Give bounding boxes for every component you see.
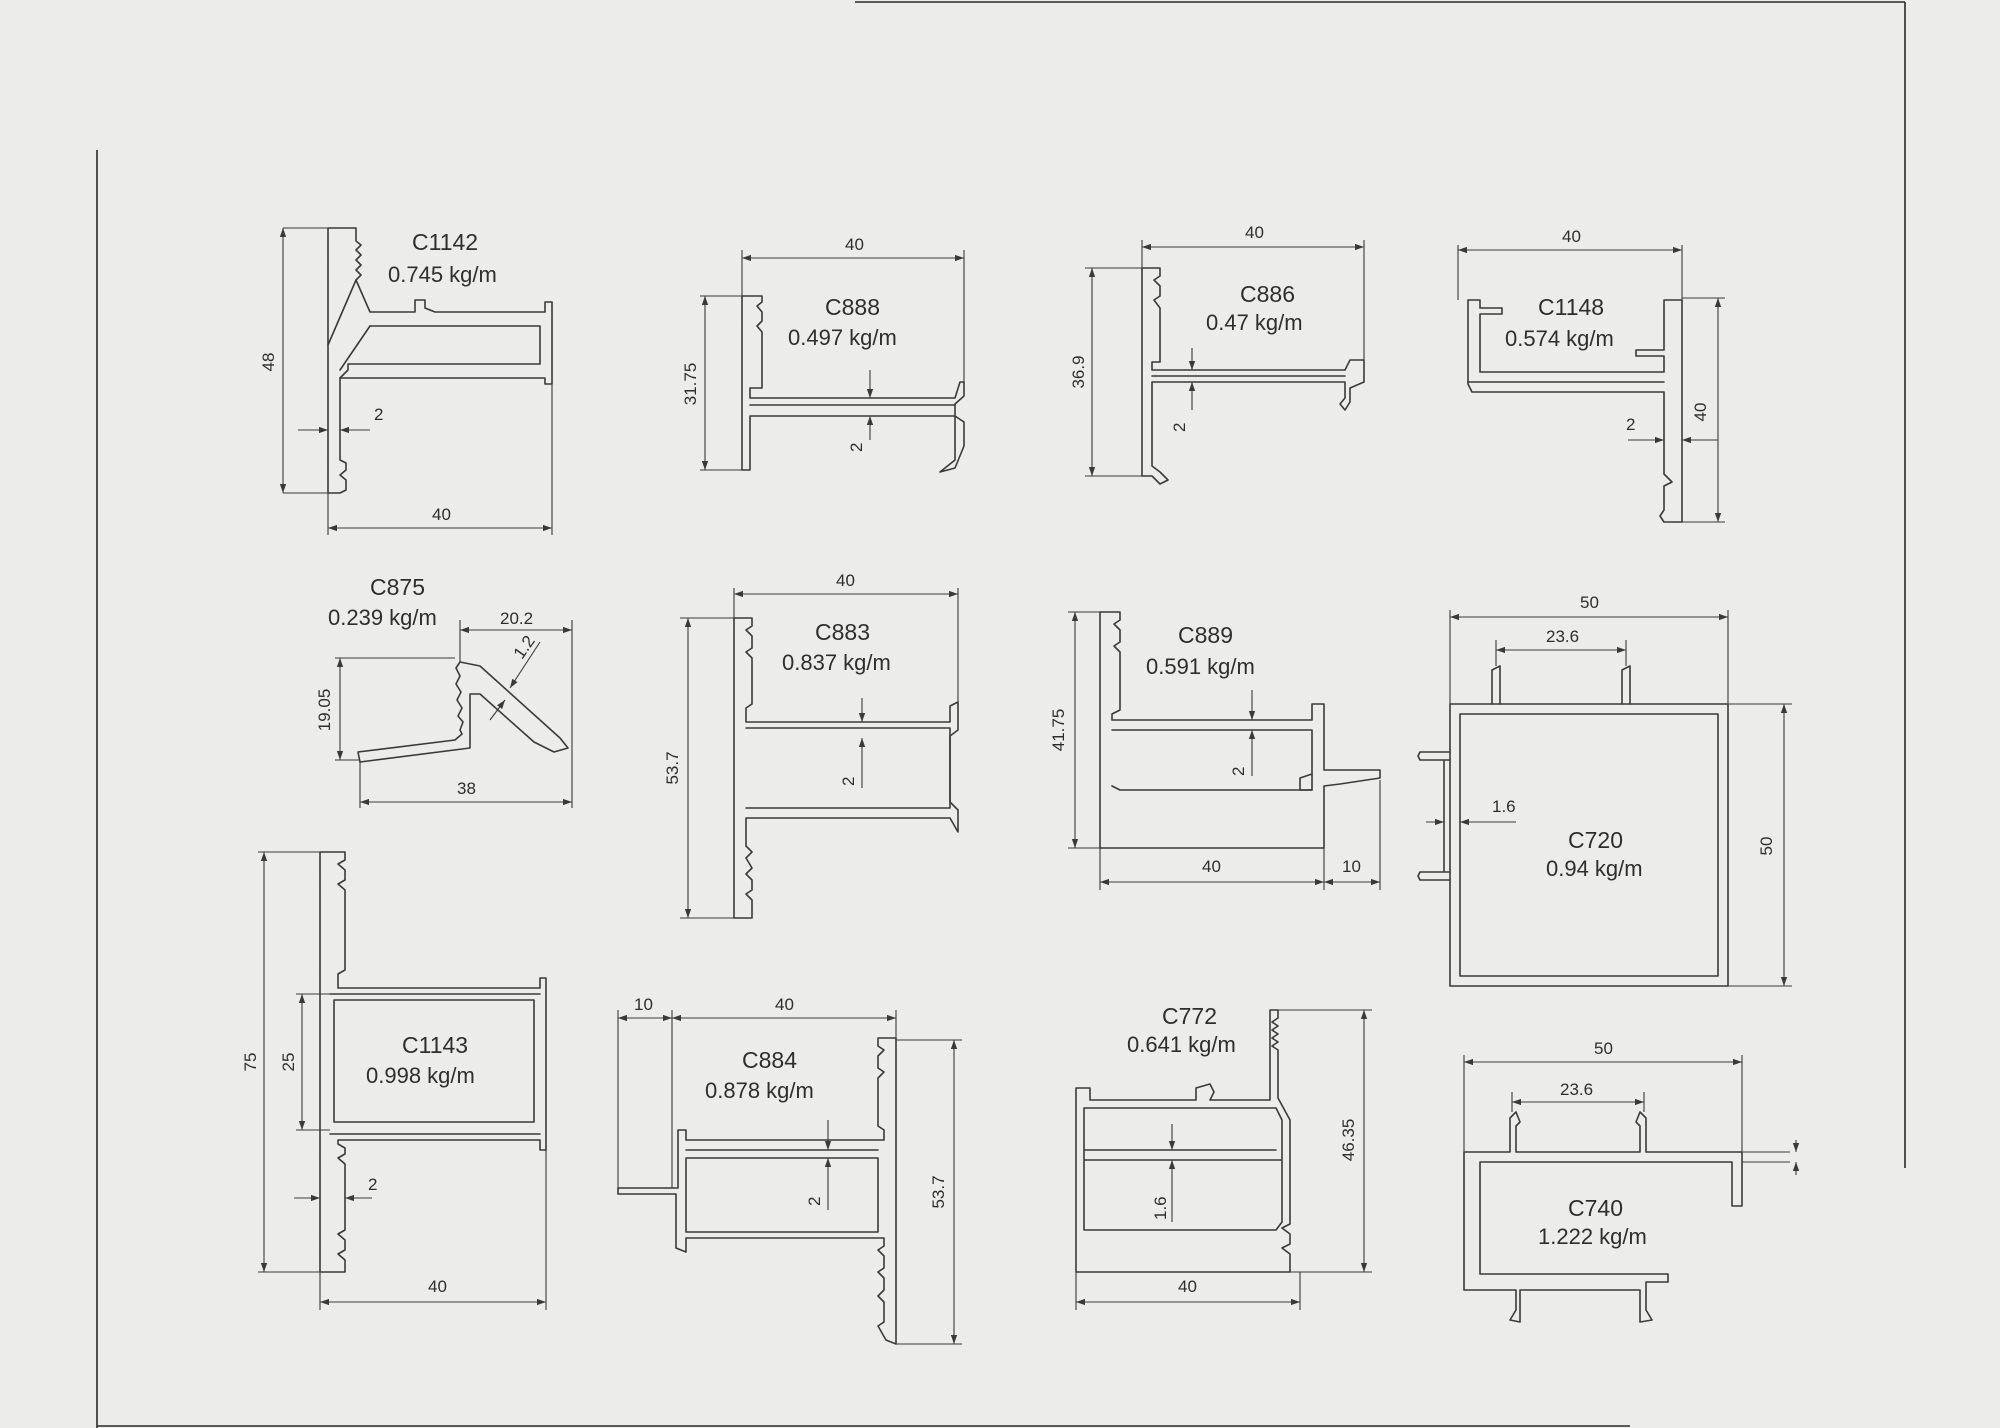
c772-dim-height: 46.35: [1339, 1119, 1358, 1162]
c889-code: C889: [1178, 622, 1233, 648]
c886-weight: 0.47 kg/m: [1206, 310, 1303, 335]
c884-dim-wall: 2: [805, 1197, 824, 1206]
c720-dim-height: 50: [1757, 837, 1776, 856]
c1142-weight: 0.745 kg/m: [388, 262, 497, 287]
c888-dim-wall: 2: [847, 443, 866, 452]
c772-weight: 0.641 kg/m: [1127, 1032, 1236, 1057]
c1148-code: C1148: [1538, 294, 1604, 320]
profile-c889-outline: [1099, 611, 1381, 849]
sheet-frame: [96, 1, 1906, 1428]
c772-dim-width: 40: [1178, 1277, 1197, 1296]
c1143-weight: 0.998 kg/m: [366, 1063, 475, 1088]
profile-c1142: 48 2 40 C1142 0.745 kg/m: [259, 227, 553, 535]
profile-c883: 40 53.7 2 C883 0.837 kg/m: [663, 571, 959, 919]
profile-c886: 40 36.9 2 C886 0.47 kg/m: [1069, 223, 1365, 485]
c889-dim-flange: 10: [1342, 857, 1361, 876]
profile-c1148: 40 2 40 C1148 0.574 kg/m: [1457, 227, 1725, 523]
c740-dim-width: 50: [1594, 1039, 1613, 1058]
c886-dim-wall: 2: [1170, 423, 1189, 432]
c1143-dim-width: 40: [428, 1277, 447, 1296]
c875-dim-width: 38: [457, 779, 476, 798]
c889-weight: 0.591 kg/m: [1146, 654, 1255, 679]
profile-c889: 41.75 2 40 10 C889 0.591 kg/m: [1049, 611, 1381, 890]
c720-dim-wall: 1.6: [1492, 797, 1516, 816]
profile-c884-outline: [617, 1037, 897, 1345]
profile-c1142-diagonal: [327, 279, 371, 371]
c888-code: C888: [825, 294, 880, 320]
profile-c1143-outline: [319, 851, 547, 1273]
c1148-dim-height: 40: [1691, 403, 1710, 422]
profile-c884: 10 40 2 53.7 C884 0.878 kg/m: [617, 995, 962, 1345]
c740-weight: 1.222 kg/m: [1538, 1224, 1647, 1249]
profile-c875: 19.05 20.2 1.2 38 C875 0.239 kg/m: [315, 574, 573, 808]
c1142-code: C1142: [412, 229, 478, 255]
c883-code: C883: [815, 619, 870, 645]
c1148-weight: 0.574 kg/m: [1505, 326, 1614, 351]
profile-c772: 46.35 1.6 40 C772 0.641 kg/m: [1075, 1003, 1372, 1310]
c720-code: C720: [1568, 827, 1623, 853]
c884-dim-width: 40: [775, 995, 794, 1014]
profile-c1142-outline: [327, 227, 553, 494]
profile-c875-outline: [357, 661, 569, 763]
c875-dim-top: 20.2: [500, 609, 533, 628]
c883-dim-wall: 2: [839, 777, 858, 786]
c1143-dim-inner: 25: [279, 1053, 298, 1072]
c720-weight: 0.94 kg/m: [1546, 856, 1643, 881]
profile-c720: 50 23.6 1.6 50 C720 0.94 kg/m: [1417, 593, 1792, 987]
c883-dim-height: 53.7: [663, 751, 682, 784]
c888-weight: 0.497 kg/m: [788, 325, 897, 350]
c875-dim-wall: 1.2: [510, 632, 539, 662]
c886-dim-height: 36.9: [1069, 355, 1088, 388]
profile-c1142-web: [339, 325, 541, 379]
c740-code: C740: [1568, 1195, 1623, 1221]
c884-code: C884: [742, 1047, 797, 1073]
c772-code: C772: [1162, 1003, 1217, 1029]
c875-code: C875: [370, 574, 425, 600]
c1143-dim-wall: 2: [368, 1175, 377, 1194]
c884-dim-height: 53.7: [929, 1175, 948, 1208]
profile-c1148-outline: [1467, 299, 1683, 523]
c884-weight: 0.878 kg/m: [705, 1078, 814, 1103]
c888-dim-width: 40: [845, 235, 864, 254]
c889-dim-wall: 2: [1229, 767, 1248, 776]
c886-code: C886: [1240, 281, 1295, 307]
c772-dim-wall: 1.6: [1151, 1196, 1170, 1220]
profile-c740: 50 23.6 C740 1.222 kg/m: [1463, 1039, 1800, 1323]
c875-weight: 0.239 kg/m: [328, 605, 437, 630]
c883-dim-width: 40: [836, 571, 855, 590]
c720-dim-width: 50: [1580, 593, 1599, 612]
c1143-code: C1143: [402, 1032, 468, 1058]
c1148-dim-wall: 2: [1626, 415, 1635, 434]
profile-c888-outline: [741, 295, 965, 473]
c875-dim-height: 19.05: [315, 689, 334, 732]
c883-weight: 0.837 kg/m: [782, 650, 891, 675]
c884-dim-flange: 10: [634, 995, 653, 1014]
c720-dim-rail: 23.6: [1546, 627, 1579, 646]
c1142-dim-wall: 2: [374, 405, 383, 424]
profile-c888: 40 31.75 2 C888 0.497 kg/m: [681, 235, 965, 473]
c1148-dim-width: 40: [1562, 227, 1581, 246]
c1142-dim-width: 40: [432, 505, 451, 524]
profile-c886-outline: [1141, 267, 1365, 485]
profile-c772-outline: [1075, 1009, 1291, 1273]
c888-dim-height: 31.75: [681, 363, 700, 406]
c740-dim-rail: 23.6: [1560, 1080, 1593, 1099]
c886-dim-width: 40: [1245, 223, 1264, 242]
profile-c1143: 75 25 2 40 C1143 0.998 kg/m: [241, 851, 547, 1310]
c1142-dim-height: 48: [259, 353, 278, 372]
c889-dim-height: 41.75: [1049, 709, 1068, 752]
c1143-dim-height: 75: [241, 1053, 260, 1072]
c889-dim-width: 40: [1202, 857, 1221, 876]
profile-c740-outline: [1463, 1111, 1743, 1323]
